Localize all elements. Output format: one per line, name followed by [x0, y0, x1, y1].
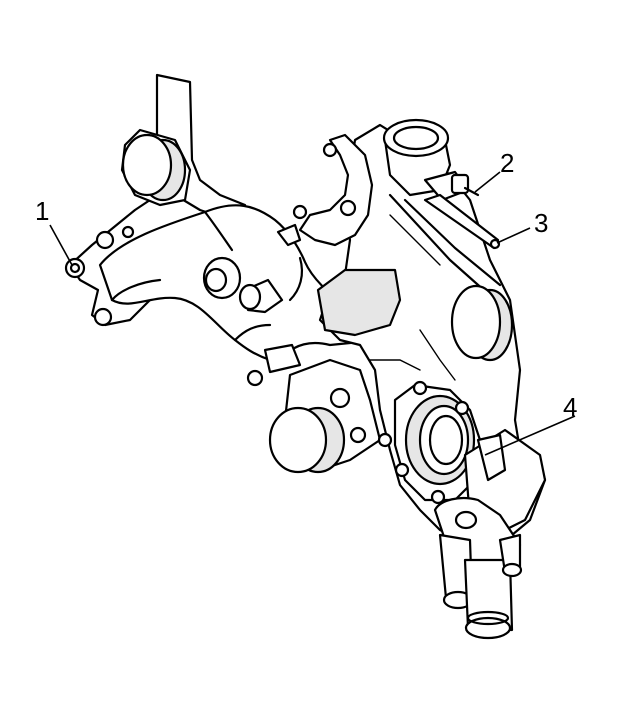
- leader-line-4: [484, 415, 576, 456]
- callout-4: 4: [563, 392, 577, 422]
- leader-line-2: [474, 171, 501, 193]
- sensor-rod-3: [423, 193, 501, 250]
- leader-line-3: [496, 227, 531, 244]
- tube-boss: [202, 256, 284, 314]
- leader-line-1: [49, 224, 73, 266]
- leader-lines: [49, 171, 576, 456]
- water-outlet-housing: [433, 428, 547, 640]
- callout-2: 2: [500, 148, 514, 178]
- right-idler-pulley: [450, 284, 514, 362]
- callout-1: 1: [35, 196, 49, 226]
- upper-left-pulley: [121, 133, 187, 202]
- callout-3: 3: [534, 208, 548, 238]
- tube-clip-bolts: [246, 343, 302, 387]
- sensor-fitting-2: [423, 170, 480, 202]
- lower-left-pulley: [268, 358, 393, 474]
- upper-curved-arm: [276, 133, 374, 247]
